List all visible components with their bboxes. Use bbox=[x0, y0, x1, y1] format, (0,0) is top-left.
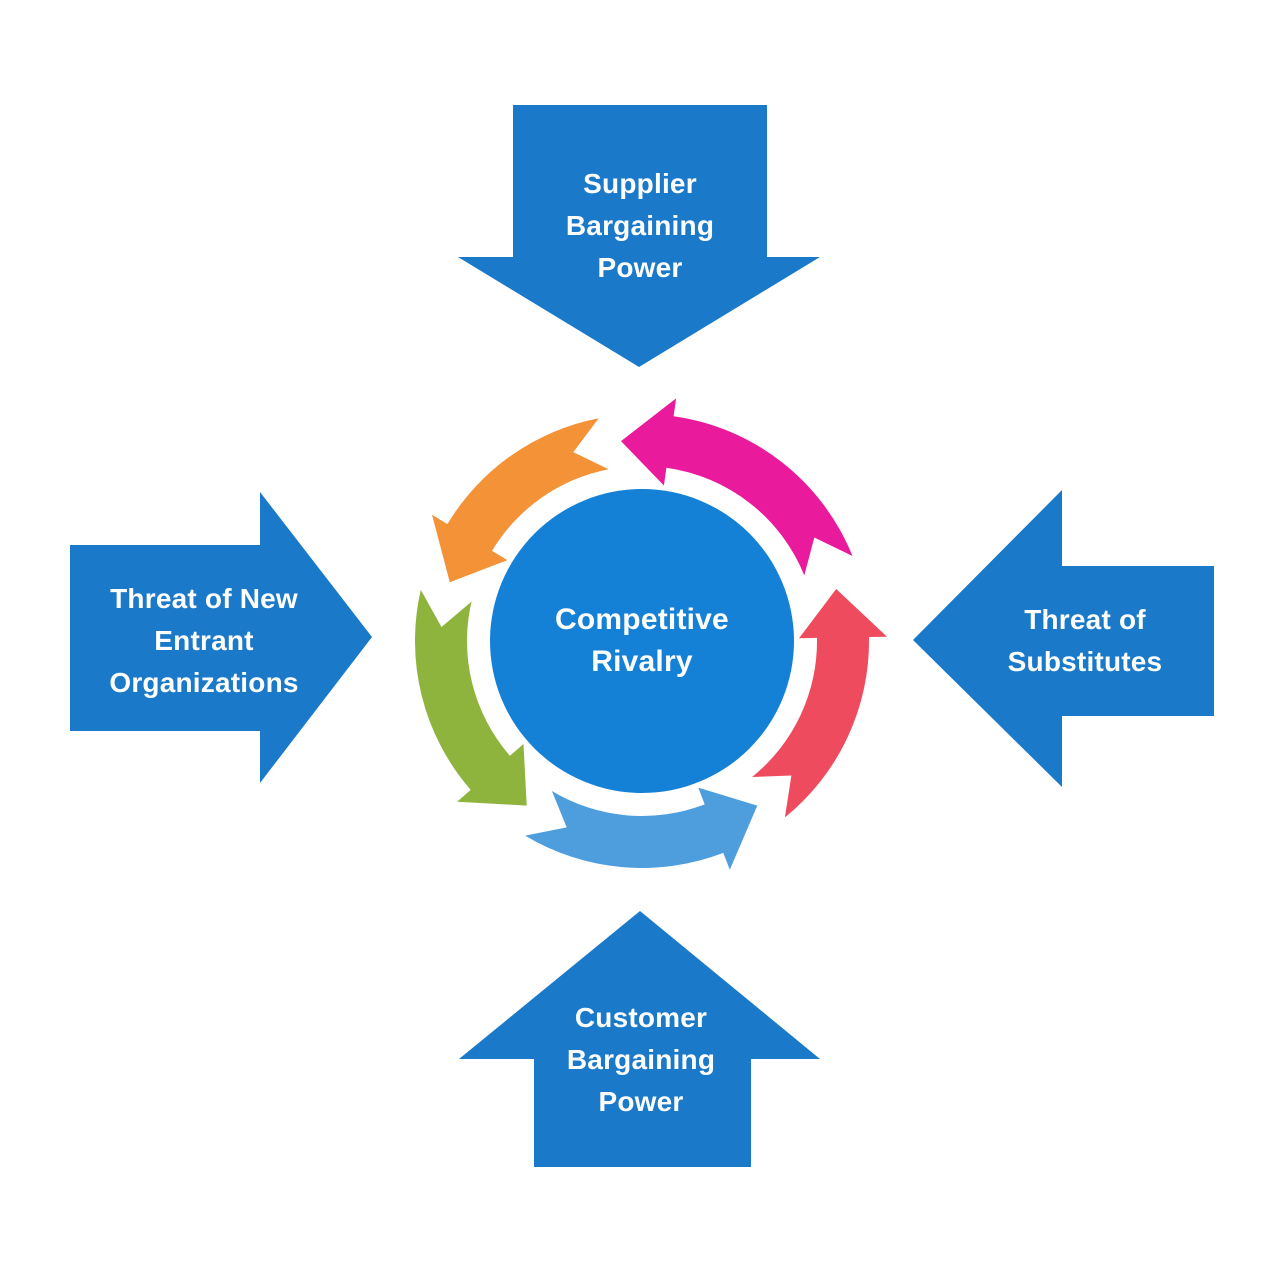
supplier-arrow-down bbox=[458, 105, 820, 367]
cycle-arrows bbox=[414, 398, 887, 870]
cycle-arc-pink bbox=[621, 398, 853, 576]
customer-arrow-up bbox=[459, 911, 820, 1167]
cycle-arc-orange bbox=[432, 418, 609, 583]
new-entrants-arrow-right bbox=[70, 492, 372, 783]
cycle-arc-lightblue bbox=[525, 787, 758, 870]
threat-of-new-entrants-label: Threat of New Entrant Organizations bbox=[109, 583, 299, 698]
competitive-rivalry-label: Competitive Rivalry bbox=[555, 603, 729, 678]
competitive-rivalry-circle bbox=[490, 489, 794, 793]
cycle-arc-red bbox=[752, 589, 887, 818]
substitutes-arrow-left bbox=[913, 490, 1214, 787]
supplier-bargaining-power-label: Supplier Bargaining Power bbox=[565, 168, 715, 283]
customer-bargaining-power-label: Customer Bargaining Power bbox=[566, 1002, 716, 1117]
cycle-arc-green bbox=[414, 589, 527, 806]
threat-of-substitutes-label: Threat of Substitutes bbox=[1007, 604, 1163, 677]
